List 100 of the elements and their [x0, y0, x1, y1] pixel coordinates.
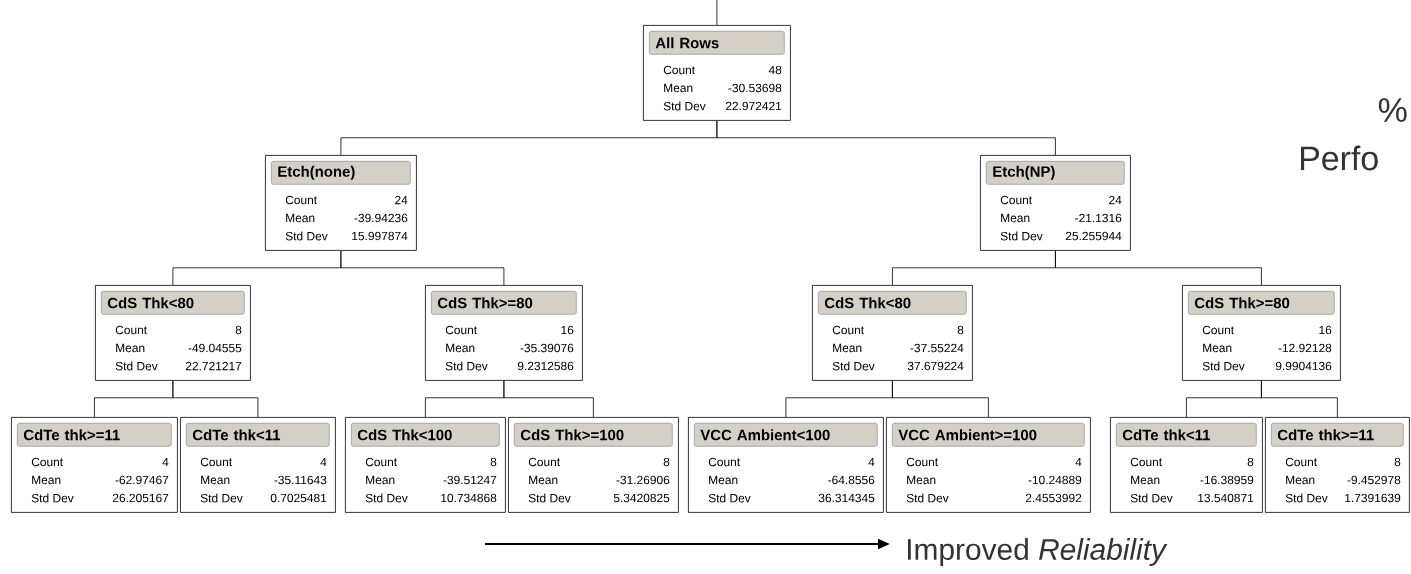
stat-value: -12.92128 — [1278, 343, 1332, 353]
stat-value: -10.24889 — [1028, 475, 1082, 485]
stat-label: Std Dev — [832, 361, 875, 371]
stat-label: Count — [1202, 325, 1234, 335]
stat-label: Mean — [529, 475, 558, 485]
stat-label: Std Dev — [1000, 231, 1043, 241]
stat-value: -31.26906 — [616, 475, 670, 485]
stat-value: 4 — [320, 457, 327, 467]
stat-value: 16 — [1319, 325, 1332, 335]
stat-label: Std Dev — [200, 493, 243, 503]
stat-label: Mean — [116, 343, 145, 353]
split-header: CdS Thk>=80 — [431, 291, 577, 315]
stat-value: 2.4553992 — [1025, 493, 1082, 503]
stat-value: -64.8556 — [828, 475, 875, 485]
stat-value: -30.53698 — [728, 83, 782, 93]
split-header: CdS Thk<80 — [101, 291, 245, 315]
split-header: CdS Thk>=80 — [1188, 291, 1335, 315]
stat-value: -39.51247 — [443, 475, 497, 485]
stat-value: 16 — [561, 325, 574, 335]
stat-value: 13.540871 — [1198, 493, 1254, 503]
stat-value: 25.255944 — [1065, 231, 1122, 241]
axis-label: Perfo — [1301, 145, 1378, 171]
stat-label: Mean — [664, 83, 693, 93]
stat-label: Count — [31, 457, 63, 467]
stat-label: Std Dev — [1285, 493, 1328, 503]
stat-label: Std Dev — [708, 493, 751, 503]
stat-label: Std Dev — [528, 493, 571, 503]
stat-label: Count — [832, 325, 864, 335]
stat-value: -49.04555 — [188, 343, 242, 353]
stat-value: 8 — [957, 325, 964, 335]
stat-label: Mean — [201, 475, 230, 485]
stat-label: Std Dev — [663, 101, 706, 111]
stat-value: 0.7025481 — [270, 493, 327, 503]
stat-value: 15.997874 — [352, 231, 408, 241]
stat-value: 4 — [162, 457, 169, 467]
stat-label: Count — [1130, 457, 1162, 467]
stat-value: 8 — [663, 457, 670, 467]
stat-label: Std Dev — [906, 493, 949, 503]
stat-value: 5.3420825 — [613, 493, 670, 503]
stat-value: -16.38959 — [1200, 475, 1254, 485]
stat-label: Count — [906, 457, 938, 467]
stat-label: Mean — [446, 343, 475, 353]
axis-label: Improved Reliability — [907, 538, 1168, 566]
split-header: Etch(NP) — [986, 161, 1125, 185]
stat-label: Mean — [907, 475, 936, 485]
split-header: VCC Ambient<100 — [694, 423, 878, 447]
stat-label: Mean — [1286, 475, 1315, 485]
stat-label: Std Dev — [1130, 493, 1173, 503]
stat-value: 22.721217 — [185, 361, 242, 371]
stat-value: -39.94236 — [354, 213, 408, 223]
stat-label: Std Dev — [445, 361, 488, 371]
stat-label: Std Dev — [285, 231, 328, 241]
stat-label: Count — [445, 325, 477, 335]
split-header: CdTe thk<11 — [186, 423, 330, 447]
stat-label: Count — [115, 325, 147, 335]
stat-label: Mean — [833, 343, 862, 353]
tree-connector — [1261, 380, 1338, 418]
stat-value: 36.314345 — [818, 493, 875, 503]
stat-value: 24 — [395, 195, 408, 205]
stat-value: 10.734868 — [441, 493, 497, 503]
stat-value: -21.1316 — [1075, 213, 1122, 223]
stat-label: Mean — [1001, 213, 1030, 223]
split-header: CdTe thk<11 — [1116, 423, 1257, 447]
stat-label: Count — [1000, 195, 1032, 205]
stat-label: Mean — [1203, 343, 1232, 353]
stat-label: Count — [365, 457, 397, 467]
stat-label: Std Dev — [31, 493, 74, 503]
stat-label: Mean — [286, 213, 315, 223]
split-header: VCC Ambient>=100 — [892, 423, 1085, 447]
stat-value: 8 — [1247, 457, 1254, 467]
tree-connector — [503, 380, 594, 418]
stat-label: Std Dev — [1202, 361, 1245, 371]
stat-value: 8 — [1394, 457, 1401, 467]
stat-label: Mean — [1131, 475, 1160, 485]
stat-value: 37.679224 — [907, 361, 964, 371]
tree-connector — [172, 380, 259, 418]
tree-connector — [716, 0, 718, 26]
stat-value: 9.2312586 — [517, 361, 574, 371]
split-header: CdS Thk>=100 — [514, 423, 673, 447]
stat-value: 26.205167 — [112, 493, 169, 503]
stat-label: Mean — [709, 475, 738, 485]
stat-label: Mean — [32, 475, 61, 485]
split-header: CdS Thk<100 — [351, 423, 500, 447]
tree-connector — [1055, 250, 1262, 286]
stat-label: Count — [285, 195, 317, 205]
stat-value: 48 — [768, 65, 782, 75]
split-header: All Rows — [649, 31, 785, 55]
stat-label: Count — [663, 65, 695, 75]
stat-value: 1.7391639 — [1345, 493, 1401, 503]
split-header: Etch(none) — [271, 161, 411, 185]
stat-label: Count — [200, 457, 232, 467]
stat-label: Count — [1285, 457, 1317, 467]
split-header: CdTe thk>=11 — [17, 423, 172, 447]
stat-value: -37.55224 — [910, 343, 964, 353]
stat-label: Mean — [366, 475, 395, 485]
stat-value: 8 — [490, 457, 497, 467]
stat-label: Std Dev — [115, 361, 158, 371]
stat-value: -35.39076 — [520, 343, 574, 353]
stat-label: Count — [708, 457, 740, 467]
stat-value: 9.9904136 — [1275, 361, 1332, 371]
